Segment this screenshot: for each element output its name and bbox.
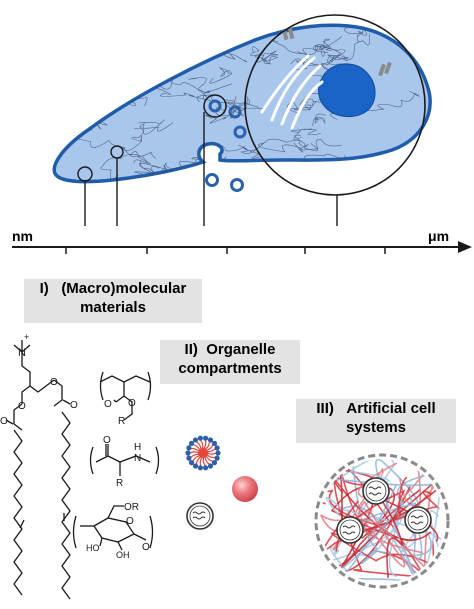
endoplasmic-reticulum	[260, 54, 324, 130]
polysaccharide-structure	[72, 505, 154, 551]
lipid-structure	[5, 340, 71, 600]
category-subtitle: compartments	[178, 360, 282, 377]
length-scale-axis	[12, 241, 472, 254]
category-label-artificial-cell: III) Artificial cell systems	[296, 399, 456, 443]
category-title: (Macro)molecular	[61, 280, 187, 297]
zoom-circle-large	[244, 14, 426, 196]
scale-label-um: μm	[428, 228, 450, 244]
scale-leader-lines	[84, 112, 338, 226]
polymersome-icon	[186, 502, 214, 530]
chem-n-atom: N	[18, 347, 26, 359]
category-numeral: III)	[316, 400, 334, 417]
chem-nh-atom: H	[134, 442, 141, 453]
chem-charge: +	[24, 332, 29, 342]
chem-o-atom: O	[70, 400, 78, 411]
category-subtitle: systems	[345, 419, 407, 436]
chem-or-group: OR	[124, 502, 139, 513]
chem-o-atom: O	[104, 399, 112, 410]
nucleus	[318, 63, 376, 117]
chem-o-atom: O	[126, 516, 134, 527]
chem-n-atom: N	[134, 453, 141, 464]
chem-r-group: R	[118, 416, 125, 427]
droplet-icon	[232, 476, 258, 502]
category-label-line1: III) Artificial cell	[296, 399, 456, 418]
cell-illustration	[52, 14, 432, 226]
chem-r-group: R	[116, 478, 123, 489]
chem-o-atom: O	[128, 398, 136, 409]
category-label-macromolecular: I) (Macro)molecular materials	[24, 279, 202, 323]
scale-label-nm: nm	[12, 228, 33, 244]
micelle-icon	[185, 435, 221, 471]
category-subtitle: materials	[80, 299, 146, 316]
chem-o-atom: O	[0, 416, 8, 427]
category-title: Organelle	[206, 341, 276, 358]
zoom-circle-vesicle	[203, 94, 227, 118]
chem-o-atom: O	[142, 542, 150, 553]
polypeptide-structure	[89, 444, 160, 476]
vesicles	[205, 99, 247, 192]
chem-o-atom: O	[103, 435, 111, 446]
category-label-organelle: II) Organelle compartments	[160, 340, 300, 384]
chem-oh-atom: OH	[116, 550, 130, 560]
chem-ho-atom: HO	[86, 543, 100, 553]
membrane-channel-icon	[378, 61, 392, 77]
chem-o-atom: O	[18, 401, 26, 412]
category-numeral: II)	[184, 341, 198, 358]
compartment-icon	[336, 516, 364, 544]
compartment-icon	[404, 506, 432, 534]
compartment-icon	[362, 477, 390, 505]
category-title: Artificial cell	[346, 400, 436, 417]
polymethacrylate-structure	[99, 371, 152, 421]
artificial-cell-icon	[314, 453, 450, 589]
category-label-line1: I) (Macro)molecular	[24, 279, 202, 298]
category-label-line1: II) Organelle	[160, 340, 300, 359]
category-numeral: I)	[39, 280, 49, 297]
chem-o-atom: O	[50, 377, 58, 388]
